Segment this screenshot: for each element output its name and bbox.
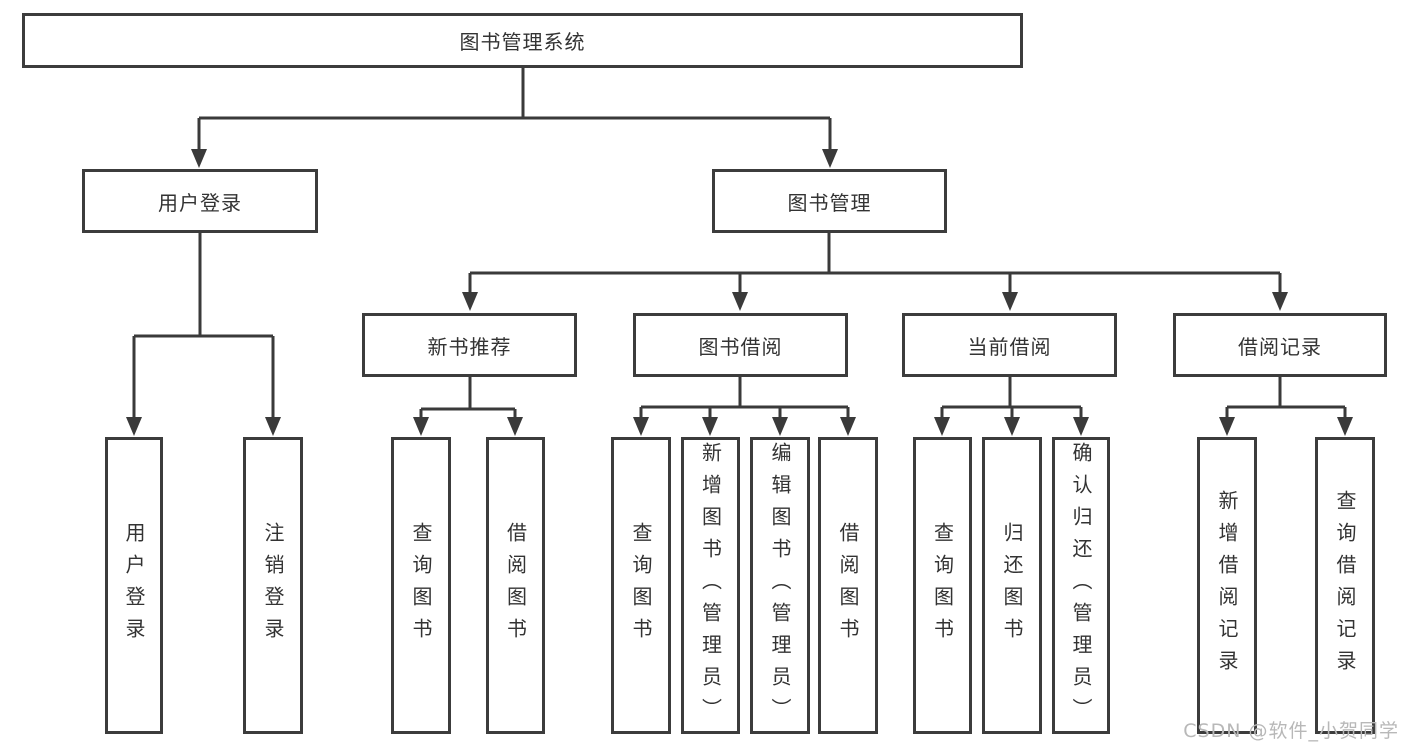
leaf-query-books-3: 查询图书 [913,437,972,734]
node-user-login: 用户登录 [82,169,318,233]
leaf-query-books-2: 查询图书 [611,437,671,734]
leaf-add-borrow-record: 新增借阅记录 [1197,437,1257,734]
leaf-query-borrow-record-label: 查询借阅记录 [1333,489,1357,682]
leaf-borrow-books-1: 借阅图书 [486,437,545,734]
leaf-add-borrow-record-label: 新增借阅记录 [1215,489,1239,682]
leaf-user-login-label: 用户登录 [122,521,146,650]
node-borrowing-records: 借阅记录 [1173,313,1387,377]
leaf-query-borrow-record: 查询借阅记录 [1315,437,1375,734]
leaf-query-books-2-label: 查询图书 [629,521,653,650]
leaf-borrow-books-1-label: 借阅图书 [503,521,528,650]
leaf-query-books-3-label: 查询图书 [930,521,955,650]
leaf-return-books: 归还图书 [982,437,1042,734]
node-book-borrowing: 图书借阅 [633,313,848,377]
leaf-add-book-admin: 新增图书（管理员） [681,437,740,734]
leaf-borrow-books-2-label: 借阅图书 [836,521,860,650]
leaf-edit-book-admin-label: 编辑图书（管理员） [768,441,792,730]
leaf-edit-book-admin: 编辑图书（管理员） [750,437,810,734]
node-book-management: 图书管理 [712,169,947,233]
leaf-return-books-label: 归还图书 [1000,521,1024,650]
leaf-query-books-1-label: 查询图书 [409,521,433,650]
leaf-confirm-return-admin-label: 确认归还（管理员） [1069,441,1093,730]
leaf-borrow-books-2: 借阅图书 [818,437,878,734]
leaf-logout-label: 注销登录 [261,521,285,650]
leaf-confirm-return-admin: 确认归还（管理员） [1052,437,1110,734]
node-new-book-recommendation: 新书推荐 [362,313,577,377]
node-current-borrowing: 当前借阅 [902,313,1117,377]
leaf-query-books-1: 查询图书 [391,437,451,734]
node-library-management-system: 图书管理系统 [22,13,1023,68]
leaf-add-book-admin-label: 新增图书（管理员） [698,441,723,730]
leaf-logout: 注销登录 [243,437,303,734]
leaf-user-login: 用户登录 [105,437,163,734]
